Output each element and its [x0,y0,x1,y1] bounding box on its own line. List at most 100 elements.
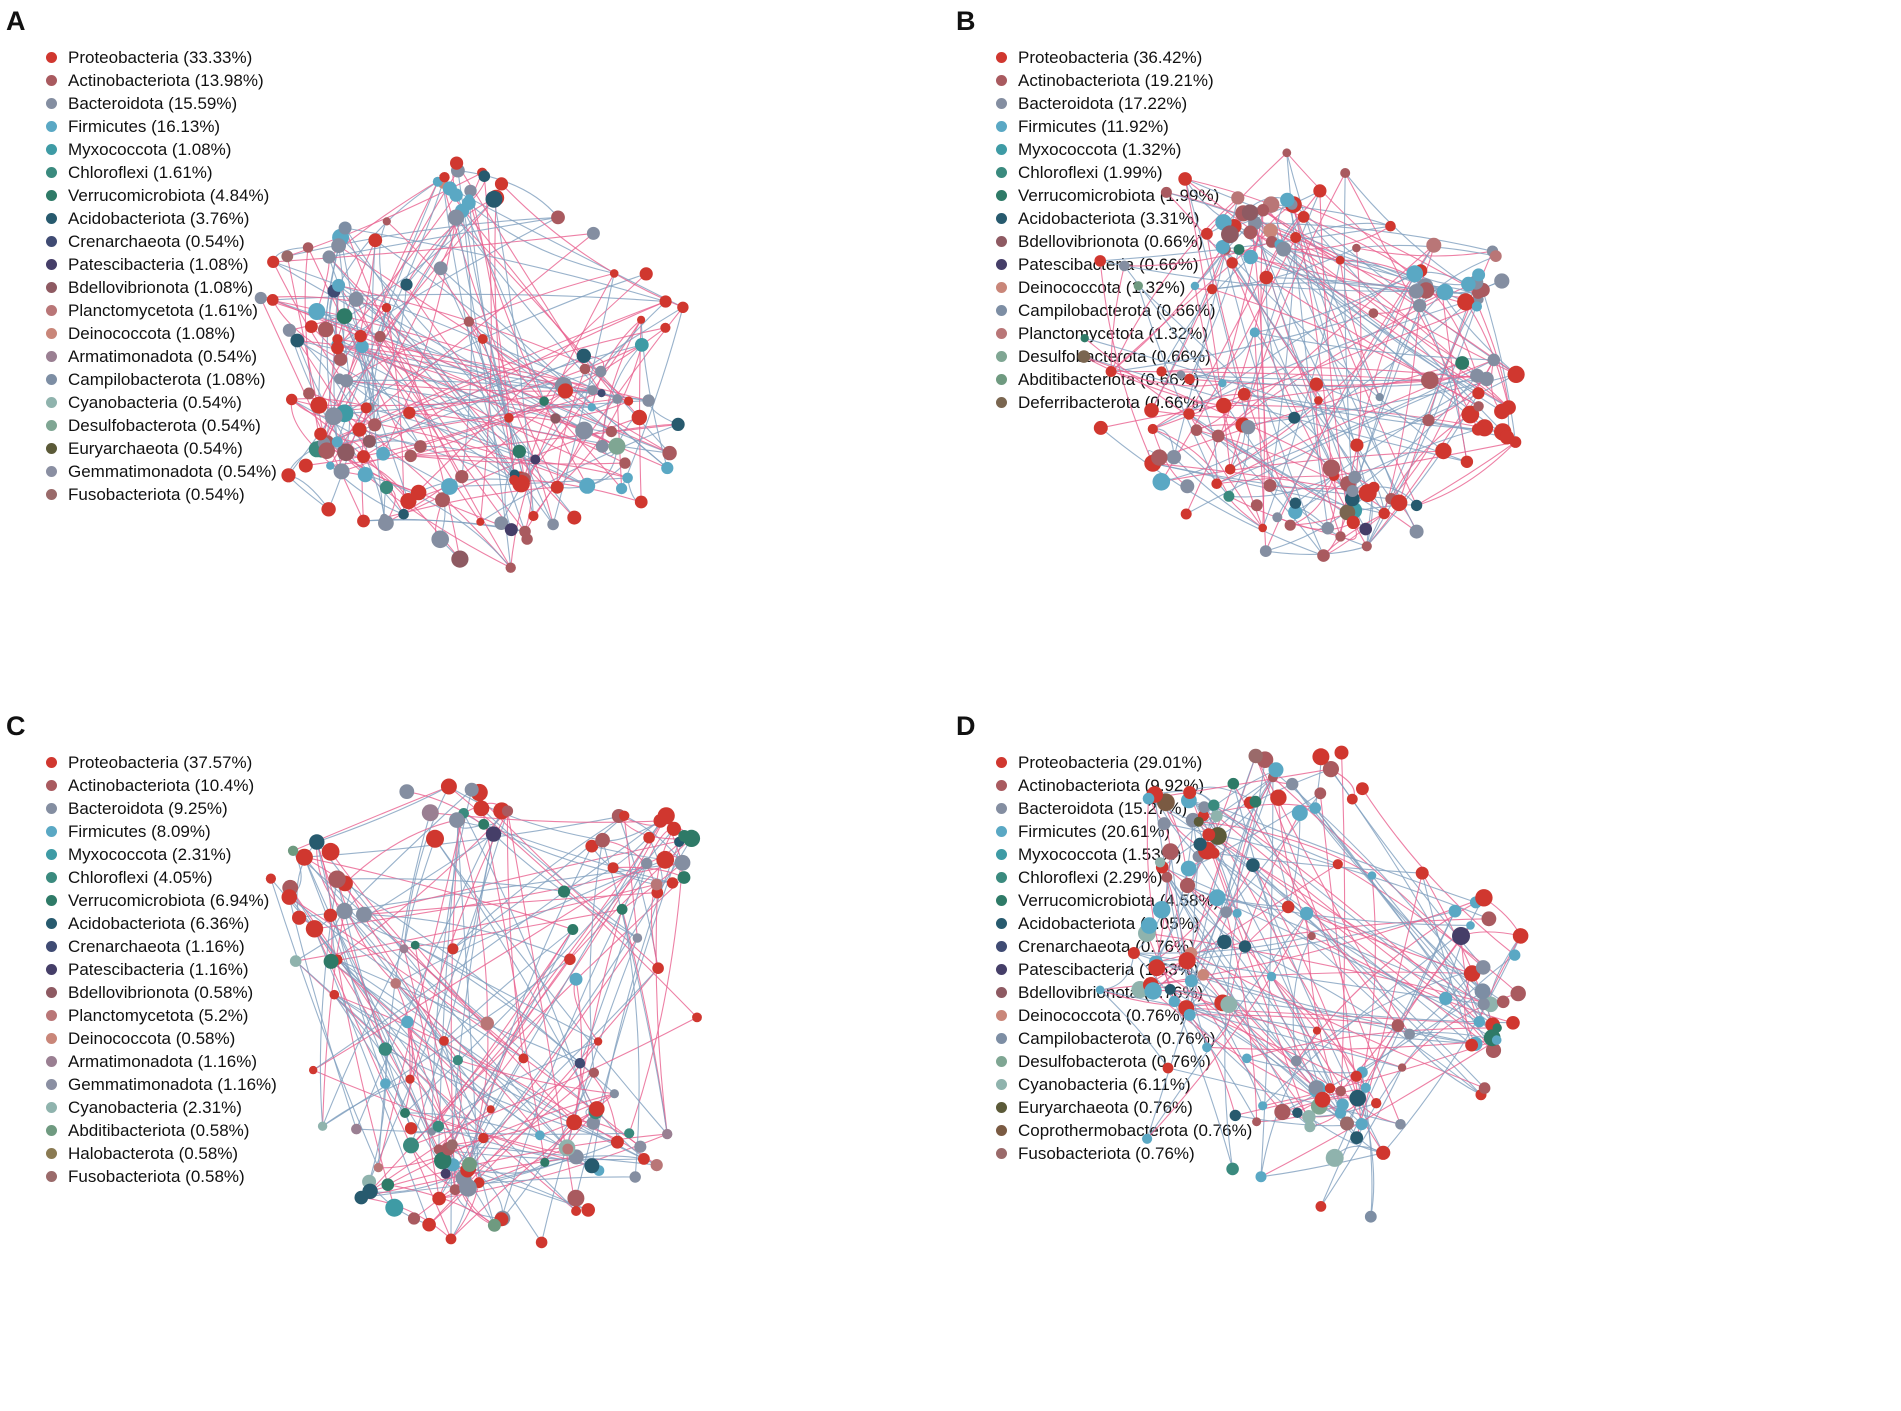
network-edge [579,863,648,1064]
network-node [574,1058,586,1069]
panel-b: B Proteobacteria (36.42%)Actinobacteriot… [950,0,1900,705]
network-node [1452,927,1470,945]
panel-label: A [6,6,26,36]
network-node [281,468,296,483]
network-node [1408,284,1424,299]
network-edge [1099,260,1154,464]
network-node [610,1135,624,1149]
network-node [381,303,392,313]
network-edge [1276,244,1435,518]
network-node [557,885,571,898]
network-edge [1277,797,1313,937]
legend-item: Euryarchaeota (0.54%) [46,437,277,460]
network-edge [504,451,520,530]
legend-swatch [996,52,1007,63]
network-edge [450,1182,480,1240]
network-node [505,562,516,573]
legend-item: Firmicutes (8.09%) [46,820,277,843]
network-node [368,233,383,248]
network-edge [344,910,453,950]
network-node [1162,843,1179,860]
network-node [1243,225,1258,240]
legend-item: Verrucomicrobiota (6.94%) [46,889,277,912]
network-node [1093,420,1108,435]
network-node [1314,1091,1331,1108]
network-node [1242,1053,1252,1064]
network-edge [1416,441,1516,506]
legend-item: Chloroflexi (1.99%) [996,161,1219,184]
network-edge [1216,475,1335,485]
network-node [449,812,465,828]
network-node [478,818,490,830]
network-edge [346,272,615,382]
legend-swatch [996,144,1007,155]
legend-label: Desulfobacterota (0.76%) [1018,1052,1211,1071]
network-edge [1236,776,1274,914]
legend-swatch [46,1010,57,1021]
legend-swatch [996,351,1007,362]
network-edge [1206,850,1410,1035]
network-edge [1152,462,1353,492]
network-node [1180,860,1197,877]
network-node [357,450,370,464]
legend-item: Gemmatimonadota (0.54%) [46,460,277,483]
legend-label: Deinococcota (1.08%) [68,324,236,343]
legend-item: Proteobacteria (36.42%) [996,46,1219,69]
network-node [1202,1042,1212,1053]
network-node [1232,908,1242,918]
network-edge [1151,409,1295,419]
network-node [566,1114,582,1131]
network-node [652,962,664,974]
network-node [1263,223,1278,238]
network-node [281,250,294,263]
network-node [1360,1082,1371,1093]
network-node [1220,996,1238,1013]
legend-label: Deinococcota (0.58%) [68,1029,236,1048]
network-edge [316,841,386,1050]
network-edge [1156,820,1194,963]
network-edge [510,418,556,568]
network-edge [556,344,643,488]
network-node [1325,1148,1344,1167]
network-edge [260,297,602,394]
network-node [1216,397,1232,414]
legend-swatch [996,190,1007,201]
legend-label: Planctomycetota (1.61%) [68,301,258,320]
network-edge [344,315,367,408]
legend-swatch [46,328,57,339]
network-edge [404,1112,577,1158]
network-node [586,1116,600,1130]
network-edge [1356,373,1517,446]
network-node [677,301,689,313]
network-edge [1154,794,1208,1048]
network-edge [1421,872,1473,1046]
network-node [1435,442,1452,460]
legend-label: Proteobacteria (29.01%) [1018,753,1203,772]
legend-label: Armatimonadota (0.54%) [68,347,257,366]
network-node [286,393,298,406]
network-node [1340,1116,1354,1131]
network-node [1237,387,1251,401]
legend-swatch [996,397,1007,408]
network-edge [321,398,618,450]
network-node [550,413,561,424]
network-node [403,1137,419,1154]
network-node [447,943,459,955]
legend-item: Verrucomicrobiota (4.84%) [46,184,277,207]
legend-swatch [996,895,1007,906]
network-edge [1244,393,1508,438]
network-node [318,442,336,460]
legend-item: Fusobacteriota (0.54%) [46,483,277,506]
network-node [450,156,464,170]
network-edge [386,220,484,340]
network-edge [1441,293,1468,462]
network-node [1157,817,1171,831]
network-node [593,1037,603,1046]
network-edge [442,183,558,488]
network-node [1291,805,1308,821]
network-edge [420,445,515,475]
network-edge [1152,428,1230,497]
legend-swatch [996,121,1007,132]
network-node [1491,1035,1502,1045]
legend-swatch [46,259,57,270]
